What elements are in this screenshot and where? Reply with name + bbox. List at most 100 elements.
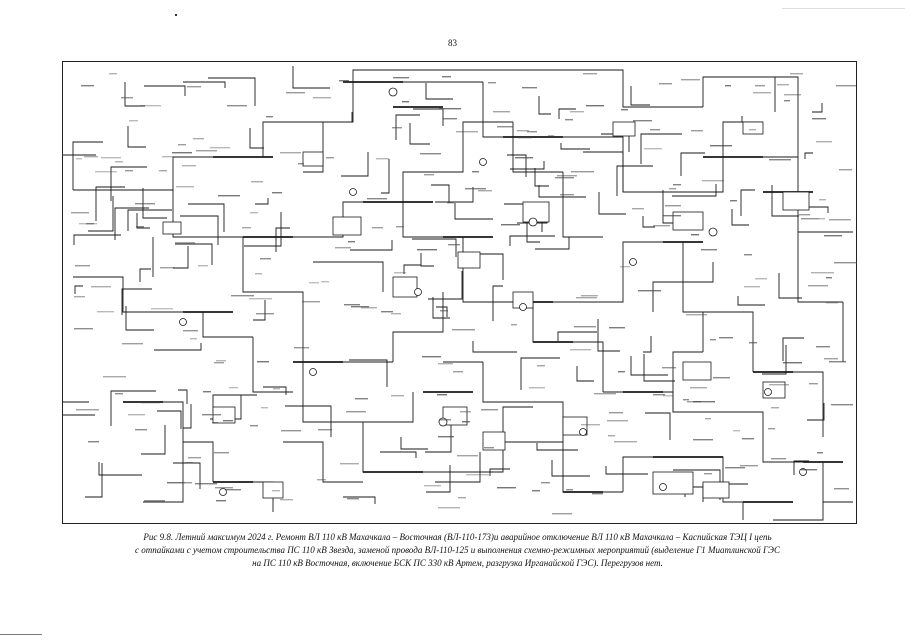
annotation-mark (115, 161, 123, 163)
annotation-mark (198, 265, 208, 267)
annotation-mark (135, 429, 147, 431)
branch-94 (737, 296, 765, 306)
annotation-mark (683, 399, 689, 401)
branch-92 (125, 306, 154, 331)
annotation-mark (784, 94, 801, 96)
annotation-mark (81, 85, 94, 87)
annotation-mark (662, 367, 676, 369)
annotation-mark (769, 159, 791, 161)
annotation-mark (497, 126, 513, 128)
annotation-mark (771, 458, 786, 460)
scan-edge-mark (0, 634, 42, 635)
annotation-mark (713, 377, 730, 379)
annotation-mark (187, 86, 201, 88)
wire-8 (392, 292, 444, 362)
annotation-mark (638, 290, 661, 292)
annotation-mark (231, 295, 254, 297)
branch-98 (154, 343, 202, 351)
substation-box-7 (682, 361, 712, 381)
annotation-mark (749, 129, 756, 131)
annotation-mark (402, 101, 409, 103)
substation-box-16 (482, 431, 506, 451)
annotation-mark (592, 493, 603, 495)
annotation-mark (344, 304, 360, 306)
generator-symbol-13 (309, 368, 317, 376)
branch-42 (341, 152, 369, 177)
annotation-mark (518, 137, 532, 139)
wire-30 (482, 362, 564, 442)
annotation-mark (75, 265, 90, 267)
annotation-mark (740, 465, 758, 467)
annotation-mark (581, 424, 600, 426)
annotation-mark (484, 447, 494, 449)
annotation-mark (566, 489, 573, 491)
annotation-mark (744, 286, 760, 288)
annotation-mark (437, 394, 447, 396)
annotation-mark (422, 356, 441, 358)
branch-56 (114, 207, 149, 240)
annotation-mark (280, 152, 301, 154)
annotation-mark (663, 395, 673, 397)
generator-symbol-10 (219, 488, 227, 496)
wire-12 (603, 391, 764, 422)
annotation-mark (755, 85, 765, 87)
annotation-mark (653, 225, 670, 227)
branch-63 (142, 188, 167, 219)
schematic-substations (162, 87, 810, 499)
branch-80 (121, 288, 152, 315)
annotation-mark (701, 249, 717, 251)
annotation-mark (594, 393, 616, 395)
annotation-mark (202, 414, 221, 416)
branch-70 (63, 414, 95, 416)
annotation-mark (784, 100, 790, 102)
substation-box-20 (742, 121, 764, 135)
annotation-mark (812, 118, 826, 120)
annotation-mark (193, 138, 204, 140)
branch-103 (127, 209, 172, 231)
annotation-mark (710, 339, 716, 341)
annotation-mark (417, 249, 437, 251)
wire-33 (402, 121, 513, 202)
branch-119 (804, 152, 813, 159)
branch-33 (73, 234, 121, 245)
annotation-mark (214, 452, 229, 454)
caption-line-2: с отпайками с учетом строительства ПС 11… (135, 545, 780, 555)
annotation-mark (801, 469, 817, 471)
branch-85 (774, 76, 795, 112)
annotation-mark (826, 302, 838, 304)
annotation-mark (472, 171, 479, 173)
annotation-mark (730, 200, 737, 202)
branch-116 (157, 410, 182, 429)
branch-113 (188, 203, 225, 232)
annotation-mark (705, 418, 711, 420)
wire-32 (303, 122, 324, 173)
substation-box-14 (782, 191, 810, 211)
annotation-mark (570, 349, 591, 351)
caption-line-1: Рис 9.8. Летний максимум 2024 г. Ремонт … (143, 532, 772, 542)
branch-27 (412, 238, 457, 257)
annotation-mark (95, 171, 117, 173)
annotation-mark (691, 234, 699, 236)
annotation-mark (673, 184, 681, 186)
wire-40 (72, 141, 103, 190)
branch-12 (403, 264, 421, 274)
branch-9 (535, 237, 570, 250)
annotation-mark (790, 73, 803, 75)
annotation-mark (829, 219, 851, 221)
branch-46 (643, 354, 675, 382)
annotation-mark (663, 215, 681, 217)
annotation-mark (183, 330, 198, 332)
annotation-mark (162, 156, 173, 158)
annotation-mark (249, 298, 272, 300)
annotation-mark (140, 105, 161, 107)
annotation-mark (391, 395, 404, 397)
branch-86 (616, 165, 653, 196)
annotation-mark (167, 482, 185, 484)
branch-115 (507, 154, 527, 177)
annotation-mark (439, 419, 451, 421)
annotation-mark (159, 170, 167, 172)
annotation-mark (693, 401, 715, 403)
annotation-mark (250, 212, 258, 214)
annotation-mark (321, 281, 329, 283)
branch-22 (255, 198, 269, 205)
